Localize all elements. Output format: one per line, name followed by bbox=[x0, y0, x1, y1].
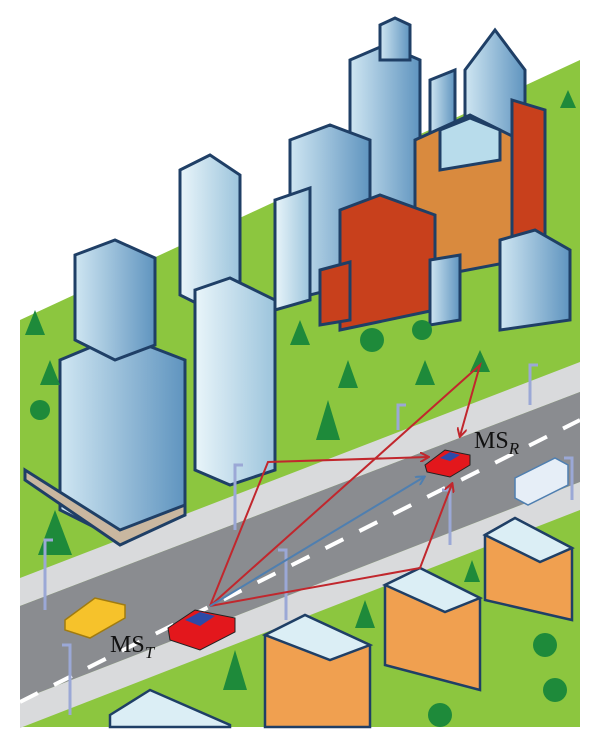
transmitter-label-main: MS bbox=[110, 632, 145, 658]
taxi bbox=[64, 597, 126, 639]
skyscrapers bbox=[273, 16, 572, 332]
transmitter-label: MST bbox=[110, 632, 154, 663]
receiver-label-main: MS bbox=[474, 428, 509, 454]
transmitter-label-sub: T bbox=[144, 642, 155, 662]
apartment-houses bbox=[108, 516, 575, 729]
direct-path bbox=[209, 477, 424, 607]
left-towers bbox=[23, 153, 277, 547]
bus bbox=[514, 457, 569, 506]
reflected-path-house bbox=[209, 484, 452, 607]
receiver-label-sub: R bbox=[508, 438, 520, 458]
upper-sidewalk bbox=[20, 362, 580, 606]
multipath-rays bbox=[209, 361, 482, 607]
transmitter-car bbox=[167, 609, 236, 651]
receiver-label: MSR bbox=[474, 428, 519, 459]
lane-divider bbox=[19, 418, 581, 704]
receiver-car bbox=[424, 449, 471, 478]
reflected-path-far bbox=[209, 361, 482, 607]
lower-sidewalk bbox=[20, 482, 580, 728]
